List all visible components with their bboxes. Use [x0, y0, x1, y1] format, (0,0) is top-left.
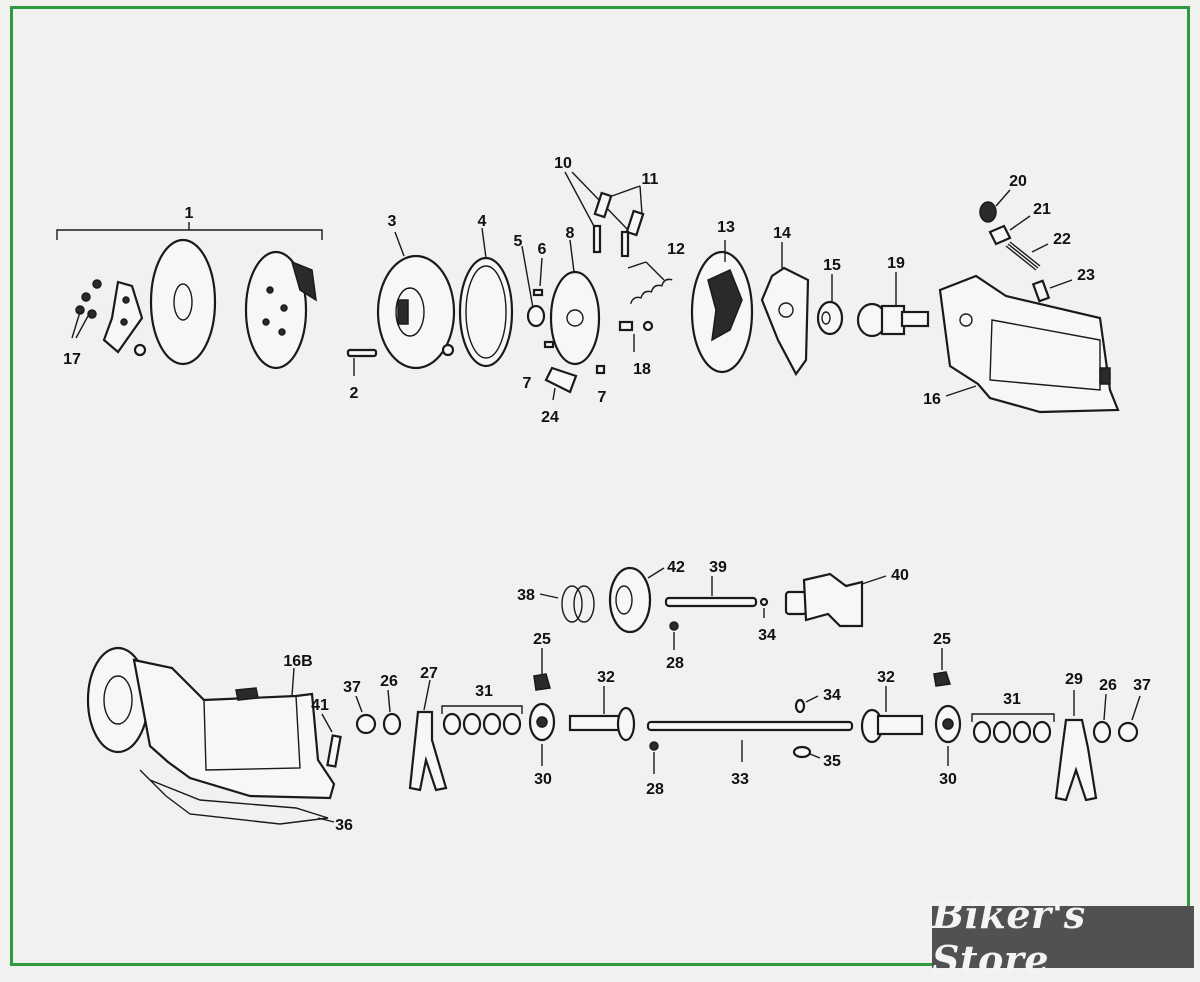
part-24-clip — [544, 366, 578, 394]
callout-labels: 1 2 3 4 5 6 7 7 8 10 11 12 13 14 16 15 1… — [63, 155, 1151, 834]
callout-28a: 28 — [666, 655, 684, 672]
callout-14: 14 — [773, 225, 791, 242]
part-31-rings-left — [441, 705, 523, 736]
part-41-bolt — [326, 734, 342, 768]
part-34-ring — [794, 698, 806, 714]
bikers-store-watermark: Biker's Store — [932, 892, 1194, 982]
part-39-shaft — [664, 596, 758, 608]
callout-22: 22 — [1053, 231, 1071, 248]
callout-5: 5 — [514, 233, 523, 250]
callout-31b: 31 — [1003, 691, 1021, 708]
callout-18: 18 — [633, 361, 651, 378]
part-5-spacer — [526, 304, 546, 328]
part-29-fork — [1054, 718, 1098, 802]
part-38-spring — [539, 585, 595, 623]
callout-39: 39 — [709, 559, 727, 576]
callout-28b: 28 — [646, 781, 664, 798]
callout-34a: 34 — [758, 627, 776, 644]
part-33-rod — [646, 720, 854, 732]
callout-30b: 30 — [939, 771, 957, 788]
callout-37b: 37 — [1133, 677, 1151, 694]
part-18-screw — [618, 320, 634, 332]
callout-11: 11 — [642, 171, 659, 188]
part-27-fork — [408, 710, 448, 792]
callout-21: 21 — [1033, 201, 1051, 218]
part-32-right — [860, 686, 924, 744]
part-25-right — [933, 671, 951, 687]
callout-7b: 7 — [598, 389, 607, 406]
callout-34b: 34 — [823, 687, 841, 704]
part-31-rings-right — [971, 713, 1055, 744]
part-37-nut-right — [1117, 721, 1139, 743]
callout-7a: 7 — [523, 375, 532, 392]
callout-31a: 31 — [475, 683, 493, 700]
callout-15: 15 — [823, 257, 841, 274]
callout-1: 1 — [185, 205, 194, 222]
callout-32a: 32 — [597, 669, 615, 686]
callout-16: 16 — [923, 391, 941, 408]
callout-23: 23 — [1077, 267, 1095, 284]
part-42-pulley — [608, 566, 665, 634]
callout-6: 6 — [538, 241, 547, 258]
callout-29: 29 — [1065, 671, 1083, 688]
part-4-gasket — [458, 256, 514, 368]
callout-17: 17 — [63, 351, 81, 368]
part-20-plug — [979, 201, 997, 223]
part-25-left — [533, 673, 551, 691]
part-2-bolt — [346, 348, 378, 376]
part-14-end-plate — [760, 266, 810, 377]
callout-2: 2 — [350, 385, 359, 402]
callout-42: 42 — [667, 559, 685, 576]
callout-36: 36 — [335, 817, 353, 834]
callout-16B: 16B — [283, 653, 312, 670]
callout-13: 13 — [717, 219, 735, 236]
brake-drum — [244, 250, 308, 370]
callout-24: 24 — [541, 409, 559, 426]
callout-4: 4 — [478, 213, 487, 230]
diagram-border — [10, 6, 1190, 966]
part-40-crankshaft — [784, 572, 887, 628]
callout-25b: 25 — [933, 631, 951, 648]
part-3-housing — [376, 254, 456, 370]
part-26-washer-right — [1092, 720, 1112, 744]
callout-3: 3 — [388, 213, 397, 230]
part-23-pin — [1031, 279, 1051, 303]
part-37-nut — [355, 713, 377, 735]
callout-35: 35 — [823, 753, 841, 770]
callout-30a: 30 — [534, 771, 552, 788]
callout-26b: 26 — [1099, 677, 1117, 694]
part-21-washer — [988, 224, 1012, 246]
callout-8: 8 — [566, 225, 575, 242]
part-22-spring — [1005, 241, 1041, 271]
part-16B-case — [86, 646, 336, 825]
flywheel-disc — [149, 238, 217, 366]
part-6-pin — [532, 288, 544, 297]
callout-41: 41 — [311, 697, 329, 714]
part-1-bracket — [56, 229, 323, 240]
callout-26a: 26 — [380, 673, 398, 690]
callout-37a: 37 — [343, 679, 361, 696]
callout-19: 19 — [887, 255, 905, 272]
callout-27: 27 — [420, 665, 438, 682]
callout-33: 33 — [731, 771, 749, 788]
part-32-left — [568, 686, 636, 742]
callout-20: 20 — [1009, 173, 1027, 190]
callout-38: 38 — [517, 587, 535, 604]
part-35-washer — [792, 745, 812, 759]
callout-32b: 32 — [877, 669, 895, 686]
part-19-shaft — [856, 272, 930, 338]
bracket-plate — [102, 280, 144, 354]
callout-25a: 25 — [533, 631, 551, 648]
callout-10: 10 — [554, 155, 572, 172]
part-26-washer — [382, 712, 402, 736]
callout-12: 12 — [667, 241, 685, 258]
part-10-11-brushes — [564, 171, 645, 258]
part-16-case — [938, 274, 1120, 414]
part-17-screws — [71, 279, 102, 339]
callout-40: 40 — [891, 567, 909, 584]
part-8-plate — [549, 270, 601, 366]
